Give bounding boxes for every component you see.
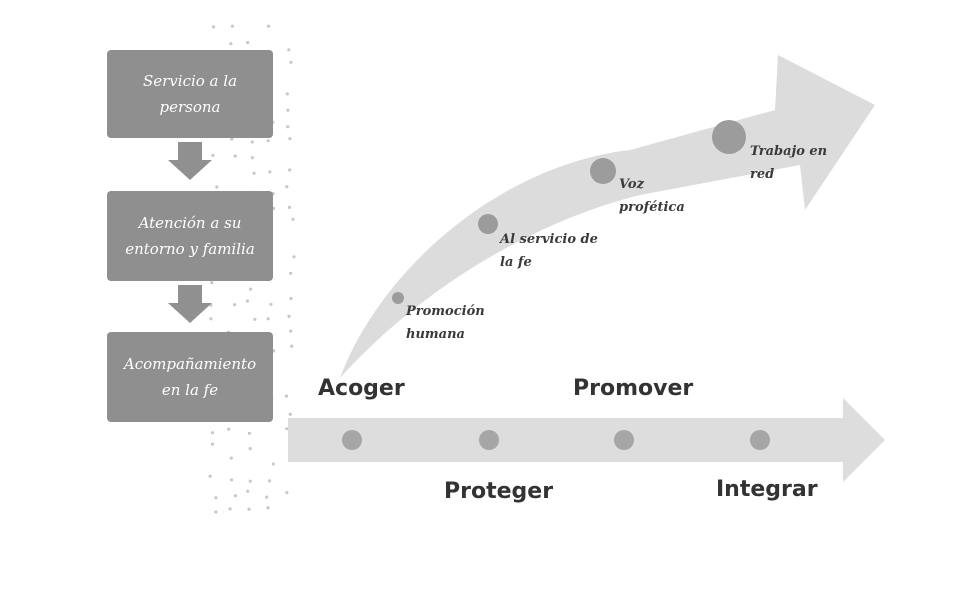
- speckle-dot: [246, 489, 250, 493]
- speckle-dot: [247, 431, 251, 435]
- down-arrow-1: [168, 142, 212, 180]
- stage-label-acoger: Acoger: [318, 376, 405, 401]
- speckle-dot: [211, 25, 216, 29]
- curve-dot-voz: [590, 158, 616, 184]
- speckle-dot: [250, 156, 254, 160]
- speckle-dot: [208, 474, 212, 478]
- straight-arrow: [288, 398, 885, 482]
- speckle-dot: [268, 170, 272, 174]
- stage-label-proteger: Proteger: [444, 479, 554, 504]
- speckle-dot: [209, 317, 213, 321]
- speckle-dot: [286, 125, 290, 129]
- box-acompanamiento-fe-label: Acompañamiento en la fe: [123, 355, 257, 399]
- speckle-dot: [289, 271, 293, 275]
- speckle-dot: [266, 506, 270, 510]
- speckle-dot: [287, 314, 291, 318]
- speckle-dot: [292, 255, 296, 259]
- speckle-dot: [227, 427, 231, 431]
- speckle-dot: [285, 92, 289, 96]
- curve-label-servicio: Al servicio de la fe: [500, 232, 598, 270]
- speckle-dot: [228, 507, 232, 511]
- speckle-dot: [211, 153, 215, 157]
- speckle-dot: [271, 462, 275, 466]
- speckle-dot: [289, 296, 293, 301]
- speckle-dot: [245, 299, 249, 303]
- speckle-dot: [210, 442, 215, 446]
- speckle-dot: [265, 495, 269, 499]
- speckle-dot: [288, 137, 292, 141]
- speckle-dot: [252, 171, 256, 175]
- speckle-dot: [290, 344, 294, 348]
- speckle-dot: [253, 317, 257, 321]
- speckle-dot: [287, 48, 291, 52]
- speckle-dot: [247, 507, 251, 511]
- speckle-dot: [285, 491, 289, 495]
- speckle-dot: [285, 427, 289, 431]
- box-servicio-persona: Servicio a la persona: [107, 50, 273, 138]
- speckle-dot: [269, 302, 273, 306]
- speckle-dot: [284, 394, 289, 398]
- speckle-dot: [248, 479, 252, 483]
- speckle-dot: [246, 40, 250, 45]
- curve-dot-servicio: [478, 214, 498, 234]
- speckle-dot: [266, 139, 270, 143]
- speckle-dot: [229, 42, 233, 46]
- speckle-dot: [214, 496, 218, 500]
- stage-label-promover: Promover: [573, 376, 694, 401]
- curve-dot-promocion: [392, 292, 404, 304]
- speckle-dot: [287, 205, 292, 209]
- speckle-dot: [214, 510, 218, 514]
- speckle-dot: [230, 137, 234, 141]
- speckle-dot: [285, 185, 289, 189]
- speckle-dot: [230, 24, 234, 28]
- speckle-dot: [288, 412, 292, 416]
- speckle-dot: [233, 494, 237, 498]
- speckle-dot: [291, 217, 295, 221]
- timeline-dot-proteger: [479, 430, 499, 450]
- box-servicio-persona-label: Servicio a la persona: [142, 72, 238, 116]
- speckle-dot: [248, 447, 252, 451]
- box-atencion-entorno-label: Atención a su entorno y familia: [125, 214, 255, 258]
- speckle-dot: [233, 154, 237, 158]
- timeline-dot-acoger: [342, 430, 362, 450]
- down-arrow-2: [168, 285, 212, 323]
- curve-label-trabajo: Trabajo en red: [750, 144, 828, 182]
- speckle-dot: [289, 329, 293, 333]
- speckle-dot: [215, 185, 219, 189]
- box-acompanamiento-fe: Acompañamiento en la fe: [107, 332, 273, 422]
- speckle-dot: [249, 287, 253, 291]
- speckle-dot: [266, 317, 270, 321]
- speckle-dot: [250, 140, 254, 144]
- speckle-dot: [233, 303, 237, 307]
- box-atencion-entorno: Atención a su entorno y familia: [107, 191, 273, 281]
- curve-label-voz: Voz profética: [619, 177, 685, 215]
- speckle-dot: [286, 108, 290, 112]
- stage-label-integrar: Integrar: [716, 477, 818, 502]
- curve-label-promocion: Promoción humana: [406, 304, 485, 342]
- speckle-dot: [210, 431, 215, 435]
- speckle-dot: [267, 24, 271, 28]
- speckle-dot: [288, 168, 292, 172]
- speckle-dot: [210, 281, 214, 285]
- timeline-dot-promover: [614, 430, 634, 450]
- speckle-dot: [230, 478, 234, 482]
- curve-dot-trabajo: [712, 120, 746, 154]
- speckle-dot: [268, 479, 272, 483]
- timeline-dot-integrar: [750, 430, 770, 450]
- speckle-dot: [289, 60, 293, 64]
- speckle-dot: [229, 456, 233, 460]
